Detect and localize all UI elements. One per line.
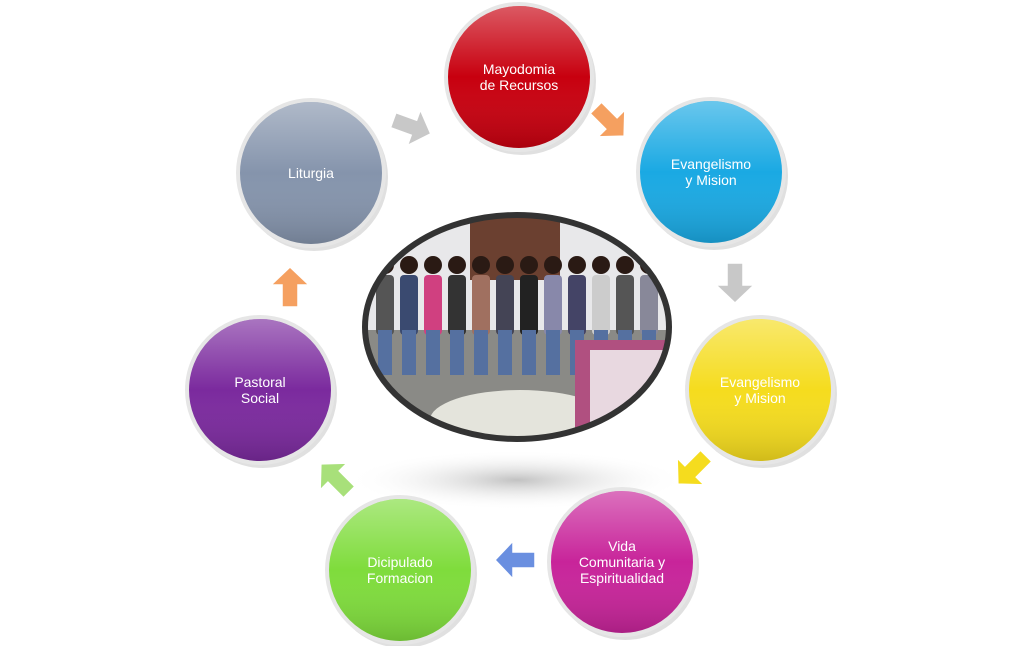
center-photo: [362, 212, 672, 442]
flow-arrow-icon: [493, 539, 536, 581]
flow-arrow-icon: [319, 462, 356, 499]
flow-arrow-icon: [589, 101, 626, 138]
flow-arrow-icon: [269, 265, 311, 308]
flow-arrow-icon: [714, 262, 756, 305]
node-label: Liturgia: [288, 165, 334, 181]
node-liturgia: Liturgia: [236, 98, 388, 251]
flow-arrow-icon: [676, 449, 713, 486]
flow-arrow-icon: [389, 107, 432, 148]
